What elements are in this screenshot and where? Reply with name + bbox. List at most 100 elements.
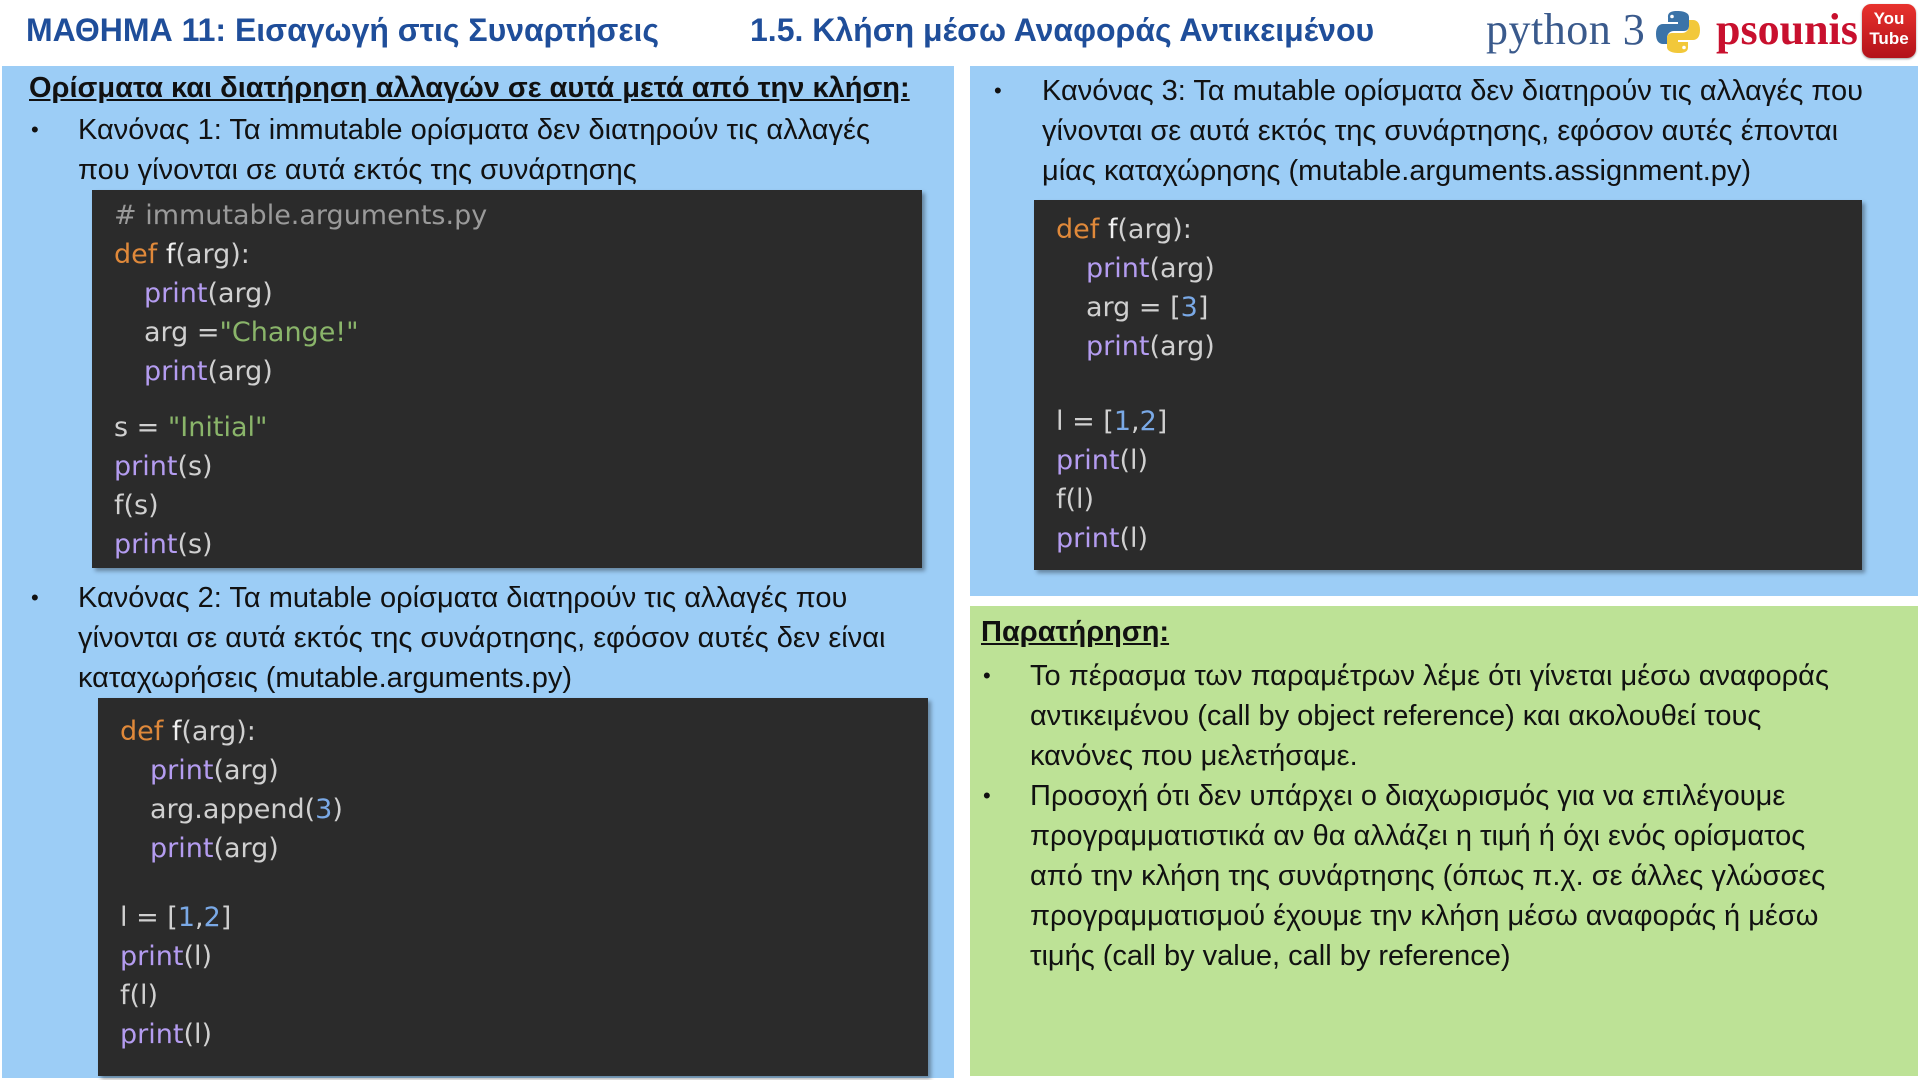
note-item-2-line-4: προγραμματισμού έχουμε την κλήση μέσω αν…: [1030, 900, 1819, 932]
youtube-logo-bottom: Tube: [1869, 29, 1909, 48]
code-line: l = [1,2]: [1056, 402, 1862, 441]
bullet: •: [983, 783, 991, 808]
code-line: f(s): [114, 486, 922, 525]
code-gap: [120, 868, 928, 898]
lesson-title: ΜΑΘΗΜΑ 11: Εισαγωγή στις Συναρτήσεις: [26, 12, 660, 48]
code-line: print(arg): [1056, 327, 1862, 366]
note-item-1-line-1: Το πέρασμα των παραμέτρων λέμε ότι γίνετ…: [1030, 660, 1829, 692]
code-comment: # immutable.arguments.py: [114, 200, 488, 231]
note-item-1-line-3: κανόνες που μελετήσαμε.: [1030, 740, 1358, 772]
code-text: (arg): [207, 356, 273, 387]
code-line: print(arg): [114, 274, 922, 313]
code-builtin: print: [114, 529, 178, 560]
code-builtin: print: [114, 451, 178, 482]
code-text: arg.append(: [150, 794, 316, 825]
code-line: # immutable.arguments.py: [114, 196, 922, 235]
code-text: (arg):: [1117, 214, 1192, 245]
code-line: def f(arg):: [1056, 210, 1862, 249]
code-text: (arg): [213, 755, 279, 786]
note-heading: Παρατήρηση:: [981, 616, 1170, 648]
code-line: print(arg): [1056, 249, 1862, 288]
code-text: (l): [1119, 523, 1149, 554]
code-builtin: print: [1086, 253, 1150, 284]
code-text: f(s): [114, 490, 159, 521]
bullet: •: [31, 585, 39, 610]
code-builtin: print: [1056, 523, 1120, 554]
code-line: print(l): [120, 937, 928, 976]
code-line: arg.append(3): [120, 790, 928, 829]
code-line: print(l): [1056, 441, 1862, 480]
code-text: ]: [1197, 292, 1209, 323]
rule-1: • Κανόνας 1: Τα immutable ορίσματα δεν δ…: [31, 110, 870, 190]
rule-2-line-2: γίνονται σε αυτά εκτός της συνάρτησης, ε…: [78, 622, 886, 654]
code-text: l = [: [120, 902, 178, 933]
note-item-2-line-5: τιμής (call by value, call by reference): [1030, 940, 1511, 972]
code-string: "Initial": [167, 412, 268, 443]
arguments-heading: Ορίσματα και διατήρηση αλλαγών σε αυτά μ…: [29, 72, 910, 104]
code-line: print(arg): [120, 751, 928, 790]
code-builtin: print: [120, 1019, 184, 1050]
code-text: f(l): [1056, 484, 1095, 515]
slide-header: ΜΑΘΗΜΑ 11: Εισαγωγή στις Συναρτήσεις 1.5…: [0, 0, 1920, 62]
code-keyword: def: [114, 239, 158, 270]
code-gap: [114, 391, 922, 408]
section-title: 1.5. Κλήση μέσω Αναφοράς Αντικειμένου: [750, 12, 1375, 48]
code-text: (arg): [1149, 253, 1215, 284]
code-text: (arg):: [181, 716, 256, 747]
code-number: 3: [1180, 292, 1198, 323]
rule-1-line-1: Κανόνας 1: Τα immutable ορίσματα δεν δια…: [78, 114, 870, 146]
rule-1-line-2: που γίνονται σε αυτά εκτός της συνάρτηση…: [78, 154, 637, 186]
code-text: l = [: [1056, 406, 1114, 437]
code-string: "Change!": [219, 317, 359, 348]
code-text: arg =: [144, 317, 220, 348]
code-builtin: print: [144, 356, 208, 387]
code-text: (l): [183, 1019, 213, 1050]
code-number: 1: [177, 902, 196, 933]
code-text: (l): [183, 941, 213, 972]
code-function-name: f: [163, 716, 182, 747]
code-line: arg ="Change!": [114, 313, 922, 352]
code-text: ,: [195, 902, 204, 933]
psounis-logo-text: psounis: [1716, 5, 1858, 54]
code-line: print(l): [120, 1015, 928, 1054]
code-text: (arg):: [175, 239, 250, 270]
bullet: •: [994, 78, 1002, 103]
code-text: ]: [220, 902, 232, 933]
code-function-name: f: [157, 239, 176, 270]
code-text: (s): [177, 451, 213, 482]
code-line: arg = [3]: [1056, 288, 1862, 327]
code-block-mutable: def f(arg): print(arg) arg.append(3) pri…: [98, 698, 928, 1076]
code-text: arg = [: [1086, 292, 1181, 323]
note-panel: [970, 606, 1918, 1076]
code-number: 3: [315, 794, 333, 825]
code-text: (arg): [1149, 331, 1215, 362]
note-item-2-line-3: από την κλήση της συνάρτησης (όπως π.χ. …: [1030, 860, 1826, 892]
code-line: print(arg): [120, 829, 928, 868]
code-builtin: print: [150, 755, 214, 786]
note-item-2: • Προσοχή ότι δεν υπάρχει ο διαχωρισμός …: [983, 776, 1826, 976]
code-builtin: print: [150, 833, 214, 864]
code-line: def f(arg):: [114, 235, 922, 274]
rule-2-line-3: καταχωρήσεις (mutable.arguments.py): [78, 662, 572, 694]
code-text: ,: [1131, 406, 1140, 437]
code-line: f(l): [1056, 480, 1862, 519]
code-line: print(s): [114, 447, 922, 486]
code-text: (l): [1119, 445, 1149, 476]
code-line: s = "Initial": [114, 408, 922, 447]
rule-2: • Κανόνας 2: Τα mutable ορίσματα διατηρο…: [31, 578, 886, 698]
bullet: •: [983, 663, 991, 688]
rule-2-line-1: Κανόνας 2: Τα mutable ορίσματα διατηρούν…: [78, 582, 848, 614]
rule-3-line-2: γίνονται σε αυτά εκτός της συνάρτησης, ε…: [1042, 115, 1839, 147]
code-keyword: def: [1056, 214, 1100, 245]
rule-3: • Κανόνας 3: Τα mutable ορίσματα δεν δια…: [994, 71, 1863, 191]
code-number: 1: [1113, 406, 1132, 437]
code-number: 2: [203, 902, 221, 933]
note-item-1-line-2: αντικειμένου (call by object reference) …: [1030, 700, 1762, 732]
code-keyword: def: [120, 716, 164, 747]
code-line: f(l): [120, 976, 928, 1015]
youtube-logo-top: You: [1873, 9, 1905, 28]
code-text: f(l): [120, 980, 159, 1011]
code-number: 2: [1139, 406, 1157, 437]
code-text: (arg): [207, 278, 273, 309]
code-text: ]: [1156, 406, 1168, 437]
